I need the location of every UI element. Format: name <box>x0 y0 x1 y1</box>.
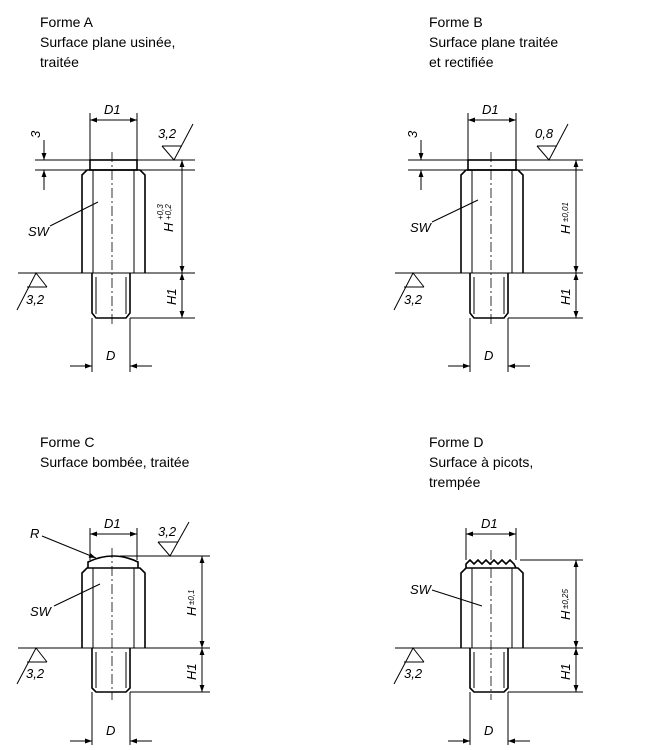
label-h1-c: H1 <box>184 663 199 680</box>
title-forme-b: Forme B <box>429 14 483 30</box>
desc-forme-d-line2: trempée <box>429 474 481 490</box>
label-h-tol-lower-a: +0,2 <box>164 204 173 220</box>
roughness-bottom-b: 3,2 <box>404 292 423 307</box>
roughness-bottom-d: 3,2 <box>404 666 423 681</box>
label-sw-d: SW <box>410 582 433 597</box>
drawing-forme-d: D1 D H ±0,25 H1 SW 3,2 <box>393 516 583 745</box>
label-d1-c: D1 <box>104 516 121 531</box>
caption-forme-b: Forme B Surface plane traitée et rectifi… <box>429 12 558 72</box>
label-h1-d: H1 <box>558 663 573 680</box>
caption-forme-a: Forme A Surface plane usinée, traitée <box>40 12 175 72</box>
label-h-c: H <box>184 606 199 616</box>
label-sw-a: SW <box>28 224 51 239</box>
label-h-tol-upper-a: +0,3 <box>156 204 165 220</box>
label-d-b: D <box>484 348 493 363</box>
label-d1-a: D1 <box>104 102 121 117</box>
label-d-a: D <box>106 348 115 363</box>
desc-forme-a-line2: traitée <box>40 54 79 70</box>
drawing-forme-b: D1 D 3 H ±0,01 H1 SW 0,8 3,2 <box>393 102 583 372</box>
title-forme-c: Forme C <box>40 434 95 450</box>
label-h-tol-b: ±0,01 <box>561 202 570 222</box>
label-h-tol-c: ±0,1 <box>187 589 196 605</box>
roughness-top-c: 3,2 <box>158 524 177 539</box>
desc-forme-b-line1: Surface plane traitée <box>429 34 559 50</box>
desc-forme-d-line1: Surface à picots, <box>429 454 534 470</box>
roughness-bottom-a: 3,2 <box>26 292 45 307</box>
caption-forme-c: Forme C Surface bombée, traitée <box>40 432 189 472</box>
desc-forme-a-line1: Surface plane usinée, <box>40 34 176 50</box>
label-d-d: D <box>484 723 493 738</box>
desc-forme-c-line1: Surface bombée, traitée <box>40 454 190 470</box>
roughness-top-a: 3,2 <box>158 126 177 141</box>
label-sw-c: SW <box>30 604 53 619</box>
label-h1-a: H1 <box>164 288 179 305</box>
roughness-top-b: 0,8 <box>535 126 554 141</box>
label-d-c: D <box>106 723 115 738</box>
label-3-a: 3 <box>28 130 43 138</box>
label-d1-d: D1 <box>481 516 498 531</box>
label-h1-b: H1 <box>558 288 573 305</box>
title-forme-d: Forme D <box>429 434 484 450</box>
label-r-c: R <box>30 526 39 541</box>
title-forme-a: Forme A <box>40 14 93 30</box>
desc-forme-b-line2: et rectifiée <box>429 54 494 70</box>
label-d1-b: D1 <box>482 102 499 117</box>
label-h-tol-d: ±0,25 <box>561 588 570 609</box>
label-h-a: H <box>161 222 176 232</box>
drawing-forme-a: D1 D 3 H +0,3 +0,2 H1 SW 3,2 3,2 <box>16 102 195 372</box>
roughness-bottom-c: 3,2 <box>26 666 45 681</box>
label-3-b: 3 <box>405 130 420 138</box>
caption-forme-d: Forme D Surface à picots, trempée <box>429 432 533 492</box>
label-h-b: H <box>558 224 573 234</box>
label-sw-b: SW <box>410 220 433 235</box>
label-h-d: H <box>558 610 573 620</box>
drawing-forme-c: D1 D R H ±0,1 H1 SW 3,2 3,2 <box>16 516 210 745</box>
